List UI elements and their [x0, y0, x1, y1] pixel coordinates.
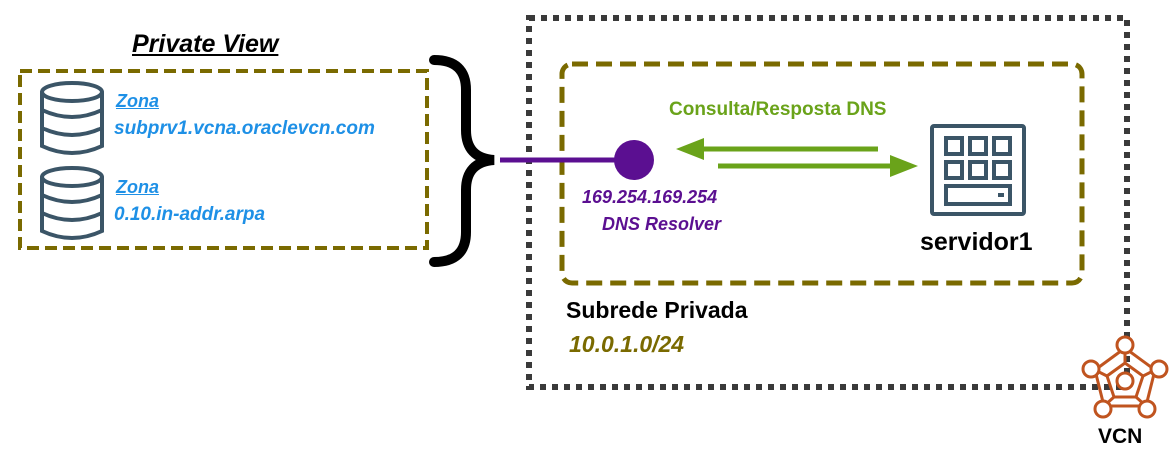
vcn-label: VCN	[1098, 425, 1143, 448]
server-icon	[930, 124, 1026, 216]
resolver-name: DNS Resolver	[602, 214, 722, 234]
subnet-cidr: 10.0.1.0/24	[569, 331, 685, 357]
vcn-network-icon	[1081, 335, 1169, 419]
server-name: servidor1	[920, 228, 1033, 256]
database-icon	[40, 166, 104, 240]
zone-name: 0.10.in-addr.arpa	[114, 204, 266, 225]
zone-name: subprv1.vcna.oraclevcn.com	[114, 118, 375, 139]
vcn-boundary	[526, 15, 1130, 390]
curly-brace	[429, 55, 495, 267]
private-view-title: Private View	[132, 30, 279, 58]
database-icon	[40, 81, 104, 155]
resolver-ip: 169.254.169.254	[582, 187, 718, 207]
resolver-node	[614, 140, 654, 180]
zone-label: Zona	[116, 91, 159, 111]
subnet-boundary	[559, 61, 1085, 286]
zone-label: Zona	[116, 177, 159, 197]
query-arrows	[676, 138, 918, 177]
dns-flow-label: Consulta/Resposta DNS	[669, 99, 887, 120]
subnet-name: Subrede Privada	[566, 297, 748, 323]
private-view-box	[18, 69, 429, 250]
